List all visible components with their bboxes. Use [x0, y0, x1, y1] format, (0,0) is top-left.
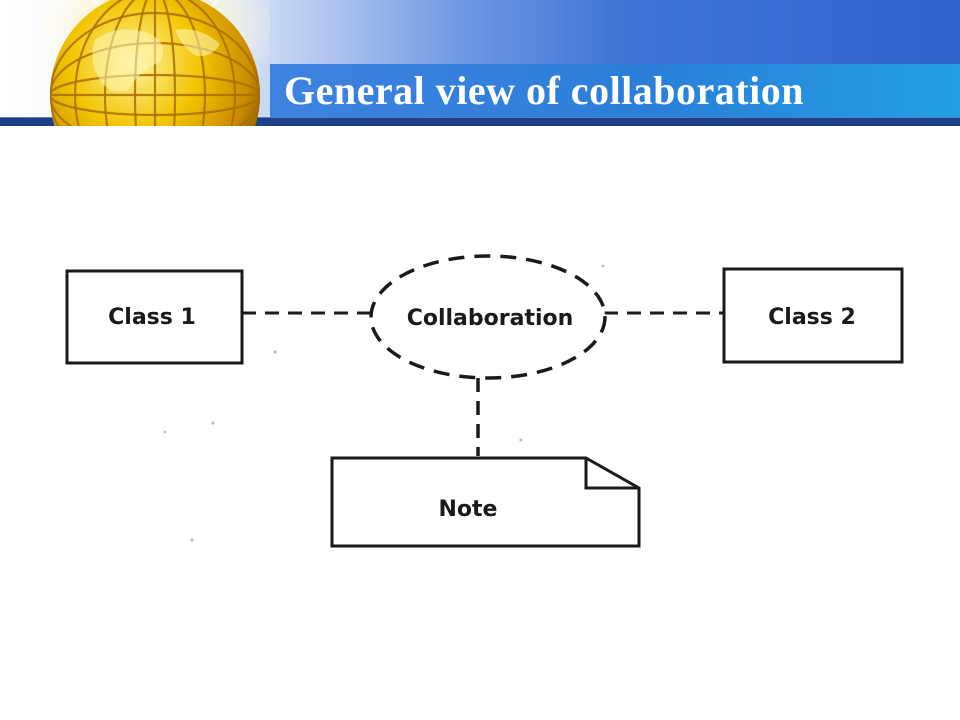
title-band	[270, 64, 960, 118]
class1-label: Class 1	[108, 305, 196, 330]
globe-icon	[40, 0, 270, 126]
collaboration-label: Collaboration	[407, 306, 574, 331]
header-rule	[0, 117, 960, 126]
note-node[interactable]: Note	[330, 456, 641, 548]
class2-node[interactable]: Class 2	[722, 267, 904, 364]
note-label: Note	[439, 497, 498, 522]
slide-title: General view of collaboration	[284, 68, 804, 113]
class2-label: Class 2	[768, 305, 856, 330]
scan-specks	[163, 264, 605, 542]
collaboration-node[interactable]: Collaboration	[369, 254, 607, 380]
class1-node[interactable]: Class 1	[65, 269, 244, 365]
slide-header: General view of collaboration	[0, 0, 960, 126]
